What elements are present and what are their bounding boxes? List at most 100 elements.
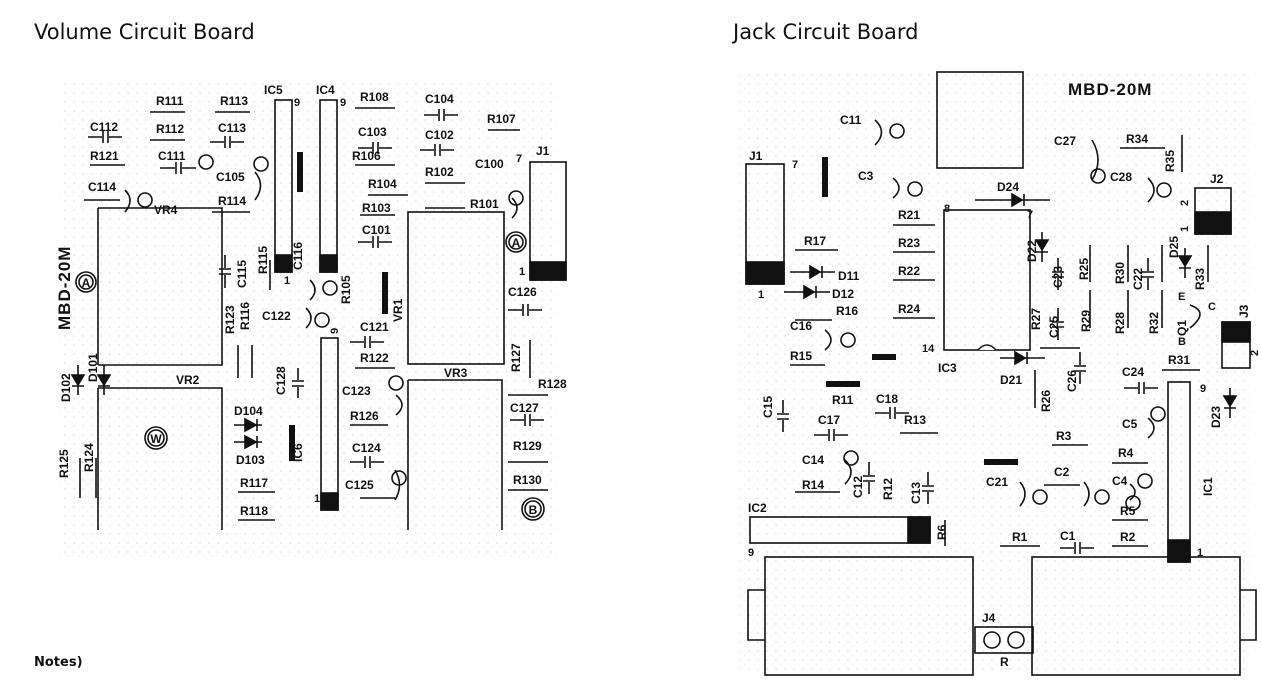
d102-label: D102 (59, 373, 73, 402)
r3-label: R3 (1056, 429, 1072, 443)
r31-label: R31 (1168, 353, 1190, 367)
r6-label: R6 (935, 524, 949, 540)
r124-label: R124 (82, 443, 96, 472)
c115-label: C115 (235, 260, 249, 288)
r126-label: R126 (350, 409, 379, 423)
j1-jack-label: J1 (749, 149, 763, 163)
r13-label: R13 (904, 413, 926, 427)
r127-label: R127 (509, 343, 523, 372)
r32-label: R32 (1147, 312, 1161, 334)
c23-label: C23 (1051, 266, 1065, 288)
c25-label: C25 (1047, 316, 1061, 338)
j3-label: J3 (1237, 304, 1251, 318)
pin-number: 1 (519, 266, 525, 278)
d22-label: D22 (1025, 240, 1039, 262)
c113-label: C113 (218, 121, 246, 135)
r25-label: R25 (1077, 258, 1091, 280)
r113-label: R113 (220, 94, 248, 108)
pin-number: 2 (1179, 200, 1191, 206)
r5-label: R5 (1120, 504, 1136, 518)
r22-label: R22 (898, 264, 920, 278)
c104-label: C104 (425, 92, 454, 106)
r17-label: R17 (804, 234, 826, 248)
r112-label: R112 (156, 122, 184, 136)
r21-label: R21 (898, 208, 920, 222)
r103-label: R103 (362, 201, 391, 215)
volume-board-title: Volume Circuit Board (34, 20, 255, 44)
d24-label: D24 (997, 180, 1019, 194)
pin-number: 8 (944, 203, 950, 215)
r121-label: R121 (90, 149, 119, 163)
pin-number: 1 (284, 275, 290, 287)
c22-label: C22 (1131, 268, 1145, 290)
c126-label: C126 (508, 285, 537, 299)
r11-label: R11 (832, 393, 854, 407)
r115-label: R115 (256, 246, 270, 274)
r108-label: R108 (360, 90, 389, 104)
r123-label: R123 (223, 305, 237, 334)
pin-number: 9 (748, 547, 754, 559)
r111-label: R111 (156, 94, 184, 108)
c114-label: C114 (88, 180, 116, 194)
ic3-label: IC3 (938, 361, 957, 375)
j4-label: J4 (982, 611, 996, 625)
c18-label: C18 (876, 392, 898, 406)
c13-label: C13 (909, 482, 923, 504)
r26-label: R26 (1039, 390, 1053, 412)
c105-label: C105 (216, 170, 245, 184)
vr4-label: VR4 (154, 203, 178, 217)
r28-label: R28 (1113, 312, 1127, 334)
pin-number: 14 (922, 343, 935, 355)
d11-label: D11 (838, 269, 860, 283)
c125-label: C125 (345, 478, 374, 492)
volume-board (58, 80, 567, 560)
pin-number: 9 (1200, 383, 1206, 395)
marker-w: W (150, 432, 162, 446)
r2-label: R2 (1120, 530, 1136, 544)
c100-label: C100 (475, 157, 504, 171)
c28-label: C28 (1110, 170, 1132, 184)
d101-label: D101 (86, 353, 100, 382)
r24-label: R24 (898, 302, 920, 316)
pin-number: 1 (314, 493, 320, 505)
j1-label: J1 (536, 144, 550, 158)
c1-label: C1 (1060, 529, 1076, 543)
pin-number: 1 (1197, 547, 1203, 559)
r107-label: R107 (487, 112, 516, 126)
c103-label: C103 (358, 125, 387, 139)
r104-label: R104 (368, 177, 397, 191)
volume-board-labels: MBD-20M A A W B IC5 IC4 IC6 VR4 VR2 VR3 … (55, 83, 567, 518)
vr1-label: VR1 (391, 298, 405, 322)
d104-label: D104 (234, 404, 263, 418)
c112-label: C112 (90, 120, 118, 134)
volume-board-id: MBD-20M (55, 246, 74, 330)
r102-label: R102 (425, 165, 454, 179)
d103-label: D103 (236, 453, 265, 467)
c121-label: C121 (360, 320, 389, 334)
r4-label: R4 (1118, 446, 1134, 460)
jack-board-id: MBD-20M (1068, 80, 1152, 99)
ic2-label: IC2 (748, 501, 767, 515)
r116-label: R116 (238, 302, 252, 330)
c14-label: C14 (802, 453, 824, 467)
jack-board-labels: MBD-20M IC1 IC2 IC3 Q1 J1 J2 J3 J4 R E C… (748, 80, 1261, 669)
c102-label: C102 (425, 128, 454, 142)
r106-label: R106 (352, 149, 381, 163)
pin-number: 1 (1179, 226, 1191, 232)
pin-number: 9 (340, 97, 346, 109)
ic6-label: IC6 (291, 443, 305, 462)
r33-label: R33 (1193, 268, 1207, 290)
c116-label: C116 (291, 242, 305, 270)
pin-number: 7 (516, 153, 522, 165)
c123-label: C123 (342, 384, 371, 398)
c3-label: C3 (858, 169, 874, 183)
r15-label: R15 (790, 349, 812, 363)
pin-number: 9 (294, 97, 300, 109)
d21-label: D21 (1000, 373, 1022, 387)
r27-label: R27 (1029, 308, 1043, 330)
c127-label: C127 (510, 401, 539, 415)
pin-number: 7 (1027, 209, 1033, 221)
c24-label: C24 (1122, 365, 1144, 379)
r29-label: R29 (1079, 310, 1093, 332)
